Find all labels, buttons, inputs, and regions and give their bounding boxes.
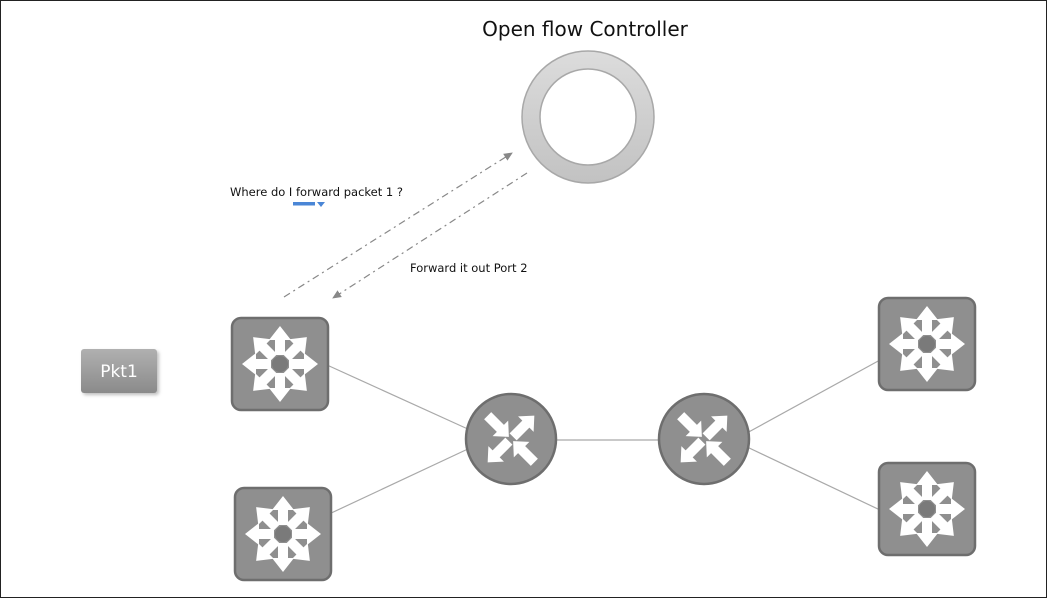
packet-label: Pkt1 [100,362,138,382]
router-icon[interactable] [464,392,558,486]
link [744,445,881,511]
diagram-title: Open flow Controller [482,17,688,41]
query-message: Where do I forward packet 1 ? [230,185,403,199]
network-links [326,359,881,516]
flow-mod-arrow [332,172,528,299]
controller-ring-icon [521,50,655,184]
link [744,359,881,435]
spellcheck-marker-icon [293,202,325,207]
openflow-switch-icon[interactable] [877,461,977,557]
link [326,364,471,431]
link [326,447,471,516]
packet-in-arrow [283,152,513,298]
openflow-switch-icon[interactable] [233,486,333,582]
reply-message: Forward it out Port 2 [410,261,528,275]
openflow-switch-icon[interactable] [230,316,330,412]
packet-box [81,349,157,393]
router-icon[interactable] [657,392,751,486]
openflow-switch-icon[interactable] [877,296,977,392]
